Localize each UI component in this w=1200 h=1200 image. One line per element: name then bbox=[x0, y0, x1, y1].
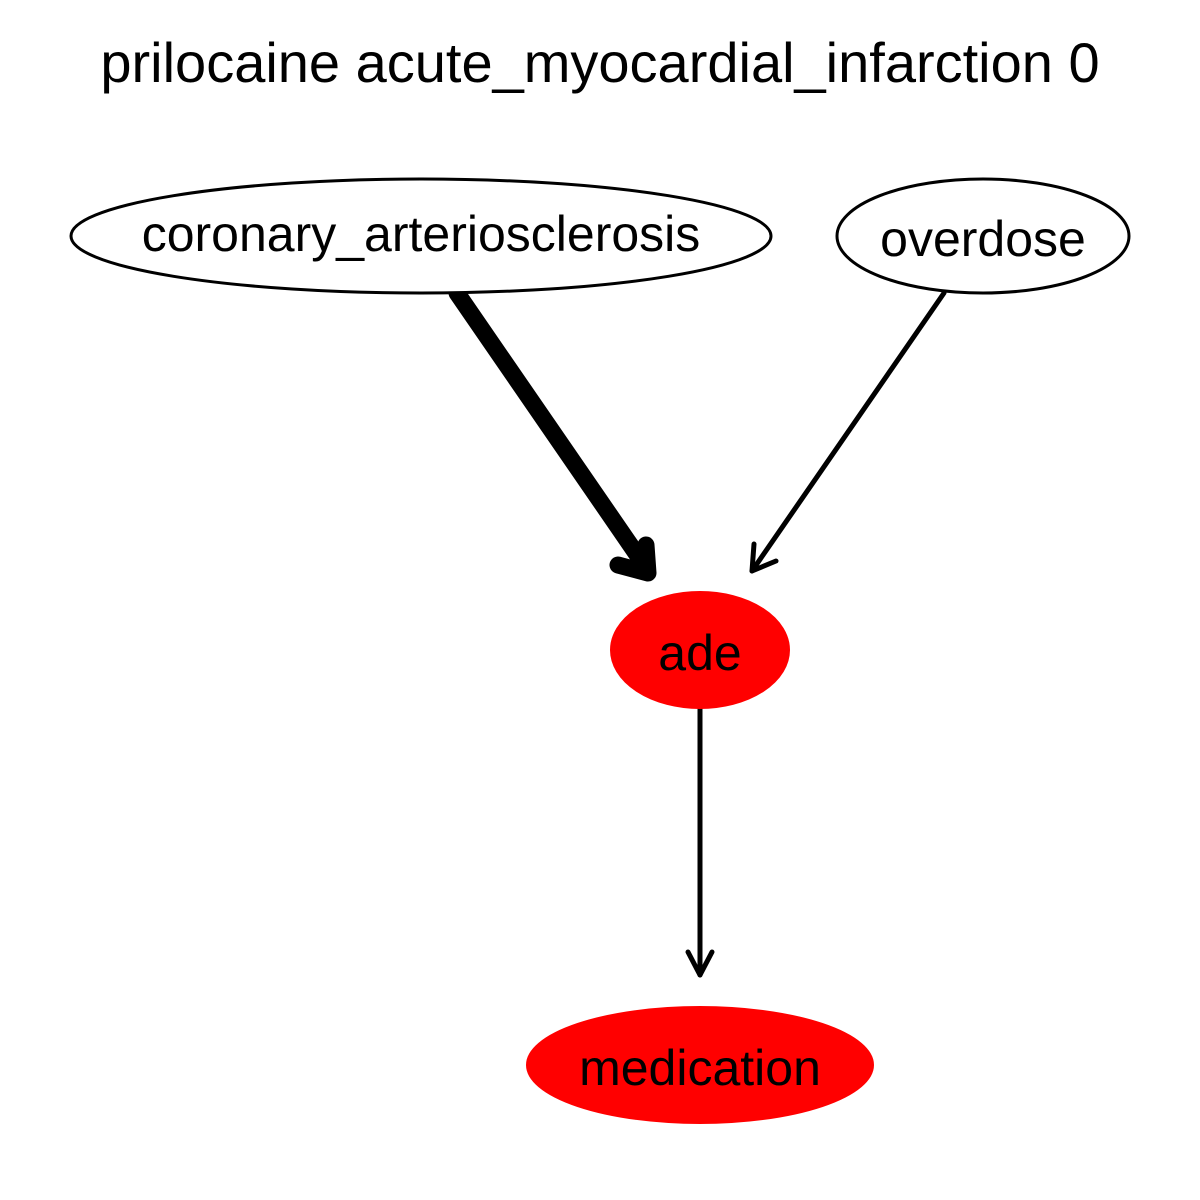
node-coronary-arteriosclerosis-label: coronary_arteriosclerosis bbox=[142, 206, 701, 262]
node-ade: ade bbox=[610, 591, 790, 709]
node-coronary-arteriosclerosis: coronary_arteriosclerosis bbox=[69, 177, 773, 295]
node-overdose-label: overdose bbox=[880, 211, 1086, 267]
node-overdose: overdose bbox=[835, 177, 1131, 295]
node-coronary-arteriosclerosis-shape bbox=[69, 177, 773, 295]
node-ade-shape bbox=[610, 591, 790, 709]
diagram-title: prilocaine acute_myocardial_infarction 0 bbox=[100, 31, 1099, 94]
node-medication-shape bbox=[526, 1006, 874, 1124]
edge-ade-to-medication bbox=[685, 706, 715, 978]
edge-overdose-to-ade bbox=[749, 290, 947, 574]
node-ade-label: ade bbox=[658, 625, 741, 681]
edge-coronary-to-ade bbox=[448, 284, 657, 582]
node-overdose-shape bbox=[835, 177, 1131, 295]
node-medication-label: medication bbox=[579, 1040, 821, 1096]
node-medication: medication bbox=[526, 1006, 874, 1124]
